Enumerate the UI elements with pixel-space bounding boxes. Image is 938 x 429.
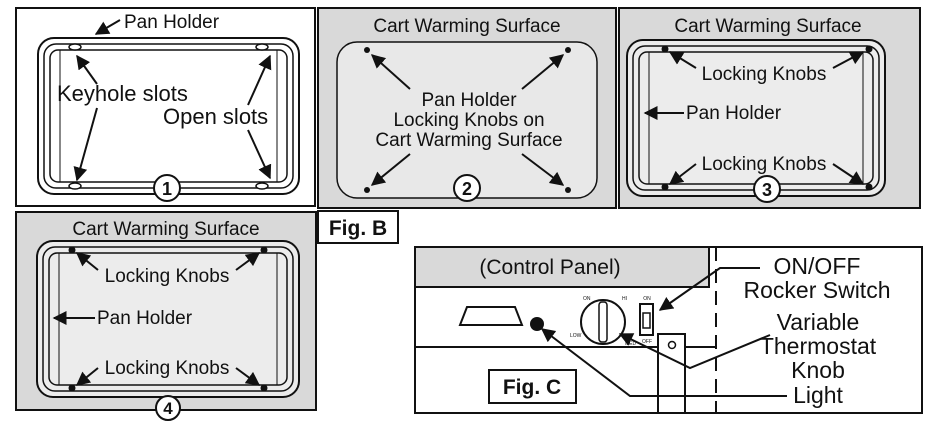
light-indicator	[530, 317, 544, 331]
panel-1: Pan Holder Keyhole slots Open slots 1	[15, 7, 316, 207]
pan-holder-label: Pan Holder	[124, 12, 220, 33]
pan-holder-label: Pan Holder	[97, 308, 193, 329]
panel-4: Cart Warming Surface Locking Knobs Pan H…	[15, 211, 317, 421]
locking-knobs-top-label: Locking Knobs	[702, 64, 827, 85]
desc-line-1: Pan Holder	[421, 90, 517, 111]
light-label: Light	[793, 382, 843, 408]
svg-text:ON: ON	[643, 296, 651, 302]
svg-text:2: 2	[462, 179, 472, 199]
locking-knobs-bottom-label: Locking Knobs	[105, 358, 230, 379]
switch-label-line2: Rocker Switch	[744, 277, 891, 303]
knob-label-line1: Variable	[777, 309, 860, 335]
svg-text:HI: HI	[622, 296, 627, 302]
svg-text:1: 1	[162, 179, 172, 199]
handle-slot-icon	[458, 306, 524, 326]
control-panel-header	[414, 246, 710, 288]
fig-c-label: Fig. C	[488, 369, 577, 404]
svg-text:OFF: OFF	[642, 339, 652, 345]
knob-label-line2: Thermostat	[760, 333, 877, 359]
fig-b-label: Fig. B	[317, 210, 399, 244]
knob-label-line3: Knob	[791, 357, 845, 383]
svg-text:ON: ON	[583, 296, 591, 302]
locking-knob-icon	[68, 246, 268, 392]
panel-title: Cart Warming Surface	[72, 219, 259, 240]
locking-knob-icon	[364, 47, 571, 193]
locking-knob-icon	[661, 45, 873, 191]
control-panel-title: (Control Panel)	[479, 256, 620, 279]
open-slots-label: Open slots	[163, 104, 268, 129]
svg-text:LOW: LOW	[570, 333, 582, 339]
step-badge: 3	[753, 175, 781, 203]
svg-text:Fig. C: Fig. C	[503, 376, 561, 399]
keyhole-slot-icon	[68, 43, 269, 190]
rocker-switch[interactable]: ON OFF	[639, 296, 654, 345]
desc-line-2: Locking Knobs on	[393, 110, 544, 131]
step-badge: 4	[155, 395, 181, 421]
locking-knobs-bottom-label: Locking Knobs	[702, 154, 827, 175]
screw-icon	[667, 340, 677, 350]
svg-text:3: 3	[762, 180, 772, 200]
pan-holder-frame	[36, 240, 300, 398]
desc-line-3: Cart Warming Surface	[375, 130, 562, 151]
step-badge: 1	[153, 174, 181, 202]
panel-title: Cart Warming Surface	[373, 16, 560, 37]
keyhole-slots-label: Keyhole slots	[57, 81, 188, 106]
panel-3: Cart Warming Surface Locking Knobs Pan H…	[618, 7, 921, 209]
control-panel: (Control Panel) ON LOW HI MED ON OFF ON/…	[414, 246, 923, 414]
panel-title: Cart Warming Surface	[674, 16, 861, 37]
panel-2: Cart Warming Surface Pan Holder Locking …	[317, 7, 617, 209]
step-badge: 2	[453, 174, 481, 202]
pan-holder-label: Pan Holder	[686, 103, 782, 124]
svg-text:4: 4	[163, 399, 173, 418]
svg-text:Fig. B: Fig. B	[329, 217, 387, 240]
locking-knobs-top-label: Locking Knobs	[105, 266, 230, 287]
switch-label-line1: ON/OFF	[774, 253, 861, 279]
